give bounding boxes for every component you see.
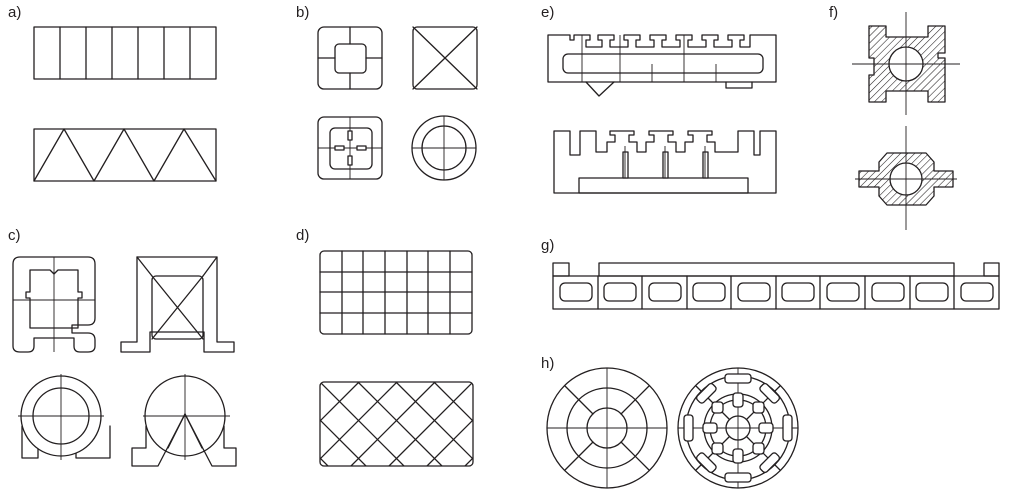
panel-c-disc-with-legs: [131, 374, 237, 467]
panel-g-long-hollow-beam: [552, 262, 1000, 310]
panel-e-bottom-slotted-beam: [553, 130, 777, 194]
panel-b-square-with-cross: [412, 26, 478, 90]
panel-f-hatched-cross-section-top: [852, 12, 960, 115]
panel-c-ring-on-base: [18, 374, 111, 460]
panel-f-hatched-cross-section-bottom: [855, 126, 957, 230]
panel-c-frame-with-cross-block: [120, 256, 235, 353]
panel-h-perforated-disc: [677, 367, 799, 489]
panel-h-concentric-disc: [546, 367, 668, 489]
panel-e-top-slotted-beam: [547, 34, 777, 97]
panel-label-f: f): [829, 4, 838, 21]
panel-label-b: b): [296, 4, 309, 21]
panel-a-strip-vertical-dividers: [33, 26, 217, 80]
panel-label-a: a): [8, 4, 21, 21]
panel-label-h: h): [541, 355, 554, 372]
panel-h-outer-slots: [683, 373, 793, 483]
panel-b-ring: [411, 115, 477, 181]
panel-label-c: c): [8, 227, 21, 244]
panel-d-grid-block: [319, 250, 473, 335]
panel-b-square-with-slots: [317, 116, 383, 180]
panel-b-square-with-inner-square: [317, 26, 383, 90]
panel-a-strip-zigzag: [33, 128, 217, 182]
panel-c-hollow-profile: [12, 256, 96, 353]
panel-label-d: d): [296, 227, 309, 244]
panel-label-g: g): [541, 237, 554, 254]
panel-h-inner-slots: [702, 392, 774, 464]
panel-label-e: e): [541, 4, 554, 21]
panel-d-diagonal-lattice-block: [319, 381, 474, 467]
